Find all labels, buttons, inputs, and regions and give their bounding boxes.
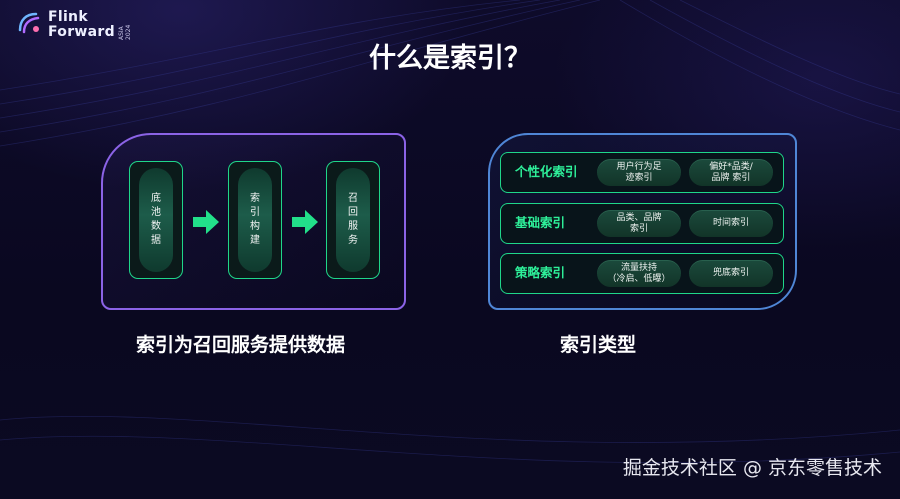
index-chip: 用户行为足 迹索引 <box>597 159 681 186</box>
chip-text: 时间索引 <box>712 218 749 228</box>
logo-line-2: Forward <box>48 24 115 40</box>
row-label: 个性化索引 <box>515 164 578 179</box>
stage-card-index-build: 索引构建 <box>228 161 282 279</box>
chip-text: 流量扶持 （冷启、低曝） <box>607 262 671 284</box>
index-type-row-strategy: 策略索引 流量扶持 （冷启、低曝） 兜底索引 <box>500 253 784 294</box>
row-label: 策略索引 <box>515 265 566 280</box>
stage-label: 索引构建 <box>250 193 260 246</box>
stage-card-base-pool: 底池数据 <box>129 161 183 279</box>
index-chip: 时间索引 <box>689 210 773 237</box>
arrow-right-icon <box>292 210 318 234</box>
stage-label: 底池数据 <box>151 193 161 246</box>
index-chip: 偏好*品类/ 品牌 索引 <box>689 159 773 186</box>
stage-card-recall-service: 召回服务 <box>326 161 380 279</box>
left-caption: 索引为召回服务提供数据 <box>136 334 346 356</box>
brand-logo: Flink Forward ASIA 2024 <box>16 10 132 40</box>
index-chip: 兜底索引 <box>689 260 773 287</box>
stage-label: 召回服务 <box>348 193 358 246</box>
chip-text: 品类、品牌 索引 <box>616 212 662 234</box>
chip-text: 偏好*品类/ 品牌 索引 <box>709 161 753 183</box>
flink-logo-icon <box>18 12 40 34</box>
index-type-row-basic: 基础索引 品类、品牌 索引 时间索引 <box>500 203 784 244</box>
logo-text: Flink Forward <box>48 10 115 40</box>
watermark: 掘金技术社区 @ 京东零售技术 <box>622 457 882 479</box>
row-label: 基础索引 <box>515 215 566 230</box>
chip-text: 用户行为足 迹索引 <box>616 161 662 183</box>
right-caption: 索引类型 <box>560 334 637 356</box>
index-chip: 流量扶持 （冷启、低曝） <box>597 260 681 287</box>
index-type-row-personalized: 个性化索引 用户行为足 迹索引 偏好*品类/ 品牌 索引 <box>500 152 784 193</box>
logo-line-1: Flink <box>48 9 88 25</box>
index-chip: 品类、品牌 索引 <box>597 210 681 237</box>
slide-title: 什么是索引？ <box>369 43 531 74</box>
arrow-right-icon <box>193 210 219 234</box>
chip-text: 兜底索引 <box>712 268 749 278</box>
